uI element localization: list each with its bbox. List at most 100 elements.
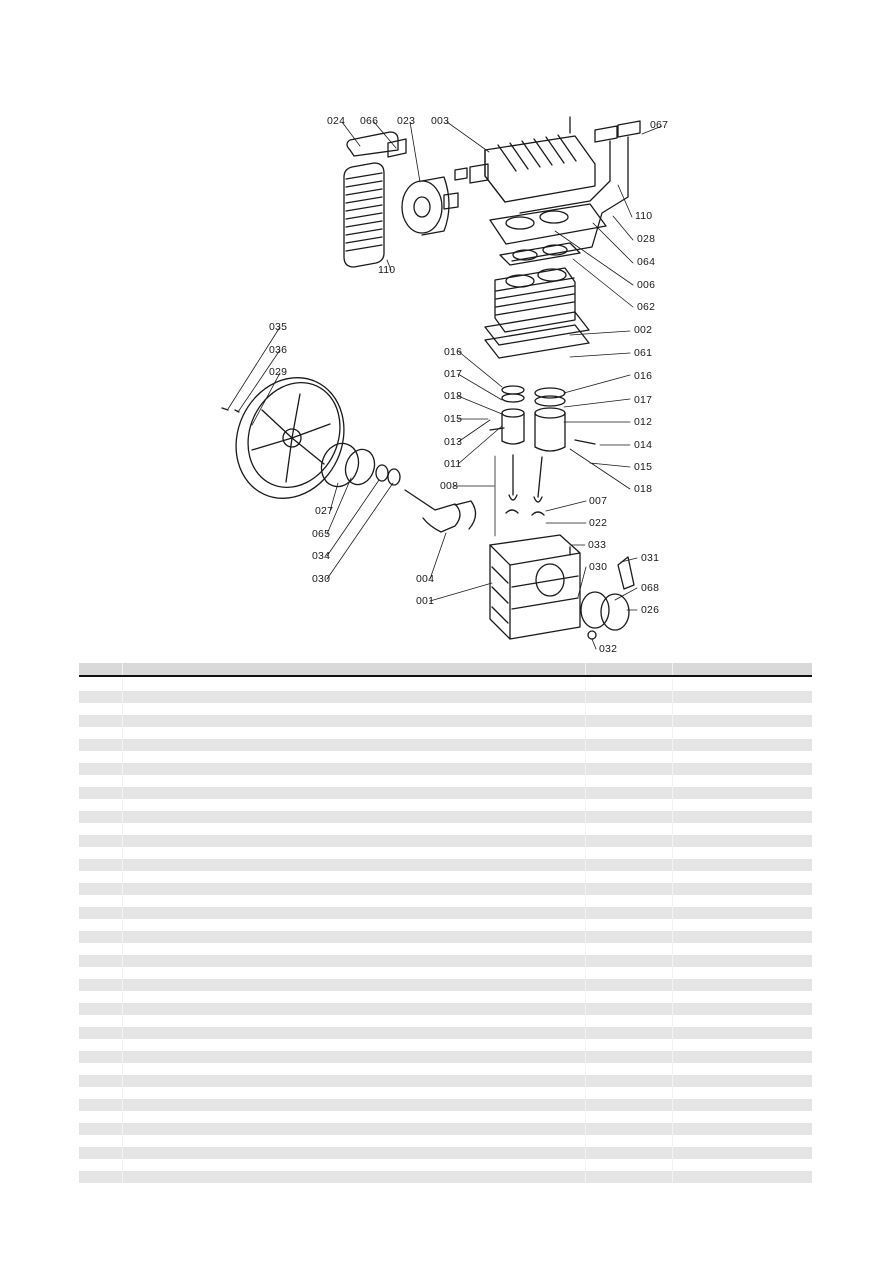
table-cell <box>585 943 672 955</box>
table-row <box>79 823 812 835</box>
part-label-030-left: 030 <box>312 573 331 585</box>
table-cell <box>79 1087 122 1099</box>
part-label-030-right: 030 <box>589 561 608 573</box>
table-cell <box>122 859 585 871</box>
table-cell <box>79 1039 122 1051</box>
table-cell <box>79 1159 122 1171</box>
part-label-065: 065 <box>312 528 331 540</box>
table-cell <box>122 1147 585 1159</box>
table-cell <box>672 787 812 799</box>
part-label-035: 035 <box>269 321 288 333</box>
part-label-008: 008 <box>440 480 459 492</box>
table-cell <box>122 847 585 859</box>
part-label-031: 031 <box>641 552 660 564</box>
table-cell <box>585 871 672 883</box>
table-row <box>79 787 812 799</box>
table-row <box>79 1015 812 1027</box>
table-cell <box>585 679 672 691</box>
part-label-027: 027 <box>315 505 334 517</box>
table-cell <box>585 799 672 811</box>
table-cell <box>672 1159 812 1171</box>
table-row <box>79 835 812 847</box>
table-row <box>79 847 812 859</box>
table-row <box>79 775 812 787</box>
table-cell <box>585 811 672 823</box>
table-cell <box>585 1039 672 1051</box>
end-cover-drawing <box>569 546 635 640</box>
table-cell <box>585 835 672 847</box>
part-label-061: 061 <box>634 347 653 359</box>
table-cell <box>122 1075 585 1087</box>
table-cell <box>79 931 122 943</box>
table-row <box>79 1135 812 1147</box>
table-cell <box>585 931 672 943</box>
table-cell <box>672 1063 812 1075</box>
table-cell <box>672 895 812 907</box>
part-label-022: 022 <box>589 517 608 529</box>
table-cell <box>672 883 812 895</box>
table-cell <box>672 991 812 1003</box>
table-cell <box>672 871 812 883</box>
table-row <box>79 883 812 895</box>
table-cell <box>79 919 122 931</box>
table-cell <box>672 1111 812 1123</box>
table-cell <box>79 1075 122 1087</box>
table-cell <box>672 763 812 775</box>
compressor-exploded-view-drawing <box>221 116 663 650</box>
table-row <box>79 1123 812 1135</box>
part-label-034: 034 <box>312 550 331 562</box>
table-row <box>79 967 812 979</box>
table-cell <box>122 691 585 703</box>
table-cell <box>79 799 122 811</box>
table-cell <box>672 955 812 967</box>
table-cell <box>672 979 812 991</box>
part-label-013: 013 <box>444 436 463 448</box>
table-cell <box>585 1015 672 1027</box>
table-cell <box>122 1159 585 1171</box>
table-cell <box>672 1015 812 1027</box>
part-label-066: 066 <box>360 115 379 127</box>
table-cell <box>79 823 122 835</box>
table-cell <box>122 799 585 811</box>
part-label-016-right: 016 <box>634 370 653 382</box>
connecting-rods-drawing <box>505 454 545 516</box>
table-row <box>79 1111 812 1123</box>
cylinder-block-drawing <box>484 267 590 359</box>
table-cell <box>585 1159 672 1171</box>
part-label-068: 068 <box>641 582 660 594</box>
table-cell <box>79 883 122 895</box>
table-cell <box>79 1111 122 1123</box>
table-row <box>79 1087 812 1099</box>
table-cell <box>122 1111 585 1123</box>
table-row <box>79 895 812 907</box>
table-cell <box>672 1123 812 1135</box>
table-cell <box>585 991 672 1003</box>
table-cell <box>672 727 812 739</box>
table-cell <box>122 895 585 907</box>
valve-plate-drawing <box>489 203 607 245</box>
part-label-003: 003 <box>431 115 450 127</box>
table-cell <box>672 907 812 919</box>
table-cell <box>79 751 122 763</box>
part-label-062: 062 <box>637 301 656 313</box>
table-cell <box>79 895 122 907</box>
table-cell <box>122 1039 585 1051</box>
table-cell <box>585 883 672 895</box>
part-label-002: 002 <box>634 324 653 336</box>
table-cell <box>585 1099 672 1111</box>
table-row <box>79 727 812 739</box>
table-cell <box>585 1027 672 1039</box>
table-cell <box>122 1063 585 1075</box>
table-row <box>79 763 812 775</box>
table-cell <box>122 739 585 751</box>
part-label-033: 033 <box>588 539 607 551</box>
table-row <box>79 871 812 883</box>
table-cell <box>585 859 672 871</box>
table-cell <box>79 1015 122 1027</box>
table-cell <box>672 811 812 823</box>
table-cell <box>79 847 122 859</box>
part-label-017-left: 017 <box>444 368 463 380</box>
table-cell <box>672 691 812 703</box>
table-cell <box>79 691 122 703</box>
part-label-018-right: 018 <box>634 483 653 495</box>
